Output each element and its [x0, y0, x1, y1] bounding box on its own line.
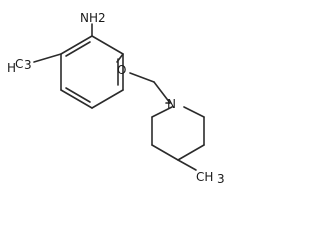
ring-bond-c3-c4	[60, 89, 93, 109]
chemical-structure-diagram: H 3 C NH2 O N CH 3	[7, 11, 225, 185]
benzene-ring	[60, 35, 124, 109]
ring-double-bond-inner-2	[65, 87, 91, 103]
piperidine-ring	[151, 106, 205, 161]
pip-bond-c3-c4	[151, 144, 179, 161]
ring-bond-c1-c2	[60, 35, 93, 55]
bond-ring-to-oxygen	[116, 53, 124, 63]
pip-bond-n-c2	[151, 106, 173, 118]
ether-oxygen-label: O	[117, 63, 126, 77]
methyl-c-label: 3	[24, 58, 32, 72]
bond-ch2-to-ch2	[153, 81, 171, 104]
pip-bond-c6-n	[183, 106, 205, 118]
4-methyl-ch3-label: CH	[196, 170, 213, 184]
pip-bond-c4-c5	[177, 144, 205, 161]
methyl-carbon-label: C	[15, 57, 23, 71]
bond-ring-to-4-methyl	[177, 159, 197, 171]
ring-bond-c4-c5	[91, 89, 124, 109]
ring-nitrogen-label: N	[167, 97, 176, 111]
bond-oxygen-to-ch2	[129, 72, 155, 83]
ring-bond-c6-c1	[91, 35, 124, 55]
methyl-ch3-label: H	[7, 61, 16, 75]
4-methyl-subscript-label: 3	[217, 172, 225, 185]
ring-double-bond-inner-1	[65, 41, 91, 57]
bond-ring-to-methyl	[33, 53, 62, 63]
amine-label: NH2	[80, 11, 106, 25]
